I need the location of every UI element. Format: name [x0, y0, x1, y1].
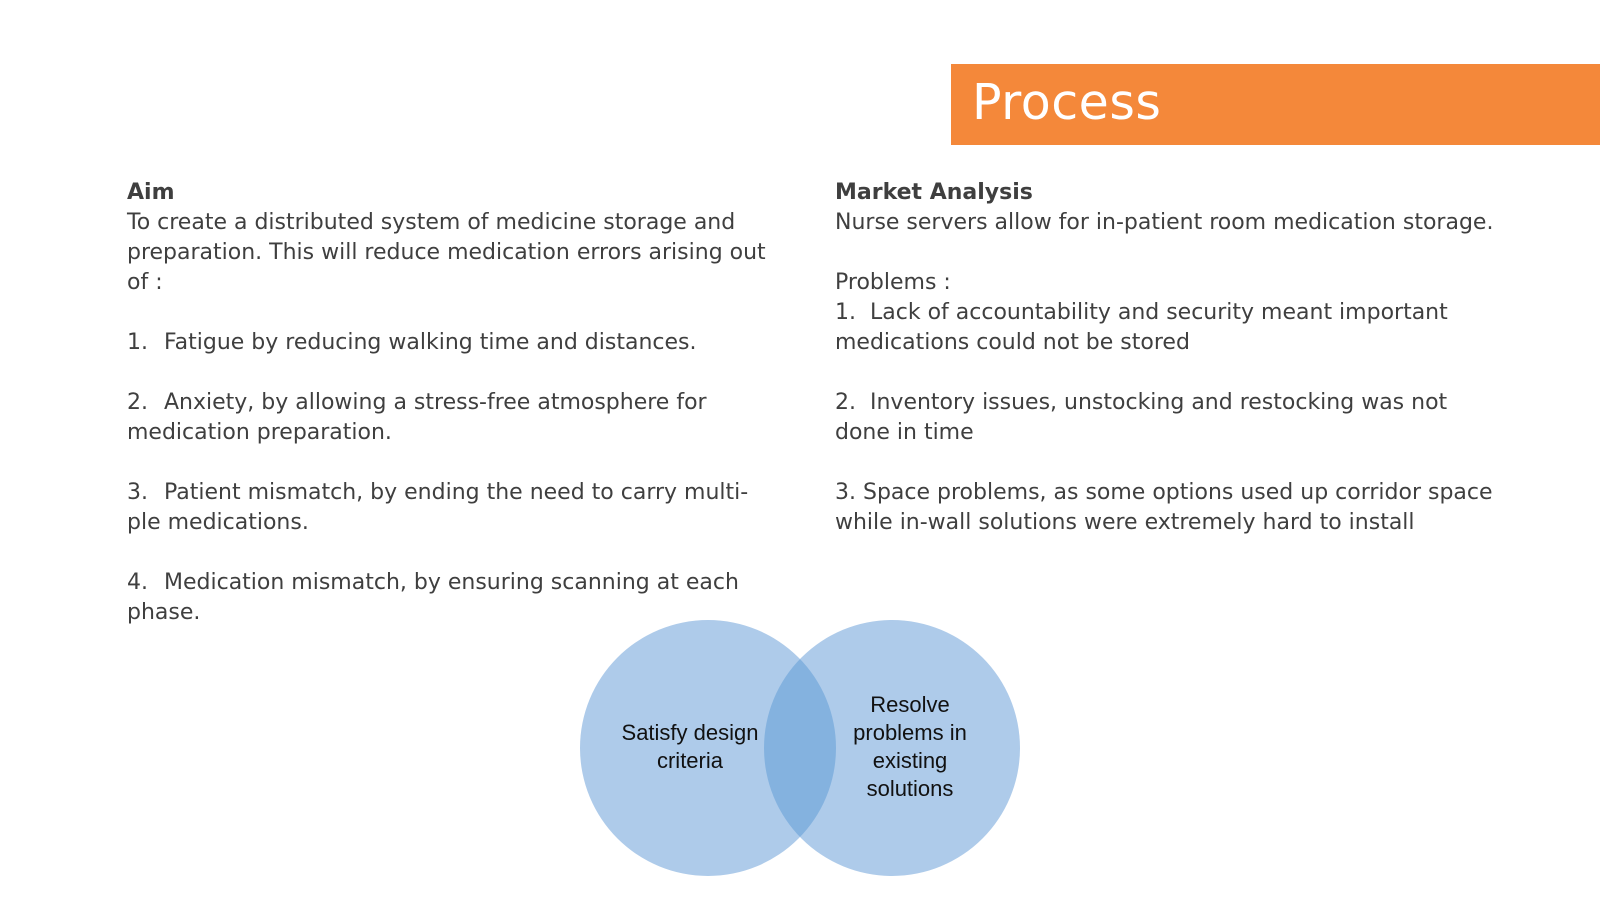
problem-item-text: Space problems, as some options used up … [835, 480, 1493, 535]
market-analysis-heading: Market Analysis [835, 180, 1033, 205]
problem-item-text: Lack of accountability and security mean… [835, 300, 1448, 355]
aim-item-text: Medication mismatch, by ensuring scannin… [127, 570, 739, 625]
aim-item-4: 4.Medication mismatch, by ensuring scann… [127, 568, 777, 628]
venn-right-label: Resolve problems in existing solutions [853, 692, 967, 801]
market-intro: Nurse servers allow for in-patient room … [835, 210, 1494, 235]
aim-item-text: Patient mismatch, by ending the need to … [127, 480, 749, 535]
aim-item-number: 4. [127, 570, 148, 595]
venn-circle-right [764, 620, 1020, 876]
aim-heading: Aim [127, 180, 175, 205]
venn-circle-left [580, 620, 836, 876]
aim-intro: To create a distributed system of medici… [127, 210, 766, 295]
aim-item-1: 1. Fatigue by reducing walking time and d… [127, 328, 777, 358]
aim-item-number: 3. [127, 480, 148, 505]
problems-label: Problems : [835, 270, 951, 295]
aim-item-text: Anxiety, by allowing a stress-free atmos… [127, 390, 707, 445]
problem-item-text: Inventory issues, unstocking and restock… [835, 390, 1448, 445]
aim-item-2: 2.Anxiety, by allowing a stress-free atm… [127, 388, 777, 448]
problem-item-number: 3. [835, 480, 856, 505]
problem-item-1: 1. Lack of accountability and security m… [835, 298, 1495, 358]
aim-item-text: Fatigue by reducing walking time and dis… [164, 330, 697, 355]
problem-item-number: 1. [835, 300, 856, 325]
aim-item-number: 2. [127, 390, 148, 415]
market-analysis-section: Market Analysis Nurse servers allow for … [835, 178, 1495, 538]
problem-item-number: 2. [835, 390, 856, 415]
page-title: Process [972, 74, 1162, 131]
venn-left-label: Satisfy design criteria [621, 720, 759, 773]
problem-item-3: 3. Space problems, as some options used … [835, 478, 1495, 538]
aim-item-number: 1. [127, 330, 148, 355]
aim-section: Aim To create a distributed system of me… [127, 178, 777, 628]
problem-item-2: 2. Inventory issues, unstocking and rest… [835, 388, 1495, 448]
aim-item-3: 3.Patient mismatch, by ending the need t… [127, 478, 777, 538]
venn-diagram [580, 620, 1020, 876]
title-banner: Process [951, 64, 1600, 145]
